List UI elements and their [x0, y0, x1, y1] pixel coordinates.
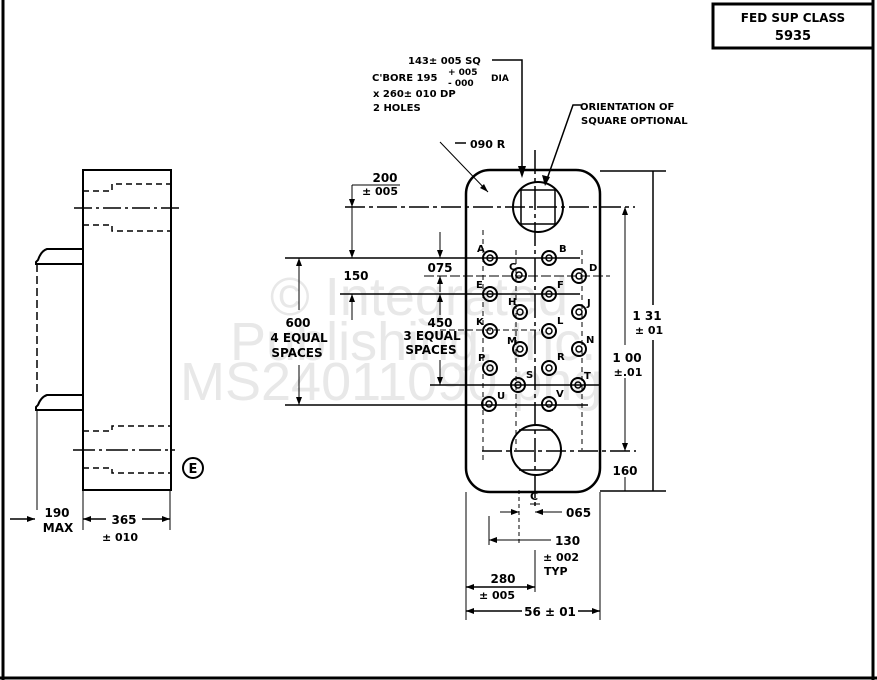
svg-text:A: A	[477, 244, 485, 255]
cbore-depth: x 260± 010 DP	[373, 89, 456, 100]
title-block-class-label: FED SUP CLASS	[741, 11, 845, 25]
contact-u: U	[481, 391, 505, 412]
contact-j: J	[571, 298, 591, 320]
dim-365-value: 365	[111, 513, 136, 527]
cbore-tol-plus: + 005	[448, 68, 477, 78]
svg-text:K: K	[476, 317, 485, 328]
svg-text:V: V	[556, 389, 564, 400]
svg-text:S: S	[526, 370, 533, 381]
orientation-line2: SQUARE OPTIONAL	[581, 116, 688, 127]
contact-t: T	[570, 371, 591, 393]
contact-r: R	[541, 352, 565, 376]
dim-150-value: 150	[343, 269, 368, 283]
svg-text:B: B	[559, 244, 567, 255]
title-block-class-number: 5935	[775, 29, 811, 44]
watermark-line1: © Integrated	[270, 267, 568, 327]
cbore-tol-minus: - 000	[448, 79, 474, 89]
radius-callout: 090 R	[439, 138, 506, 193]
contact-c: C	[509, 262, 527, 283]
cbore-hole-count: 2 HOLES	[373, 103, 421, 114]
cbore-dia-label: DIA	[491, 74, 509, 84]
dim-600-spaces-label: SPACES	[271, 346, 322, 360]
dim-450-value: 450	[427, 316, 452, 330]
dim-200-tolerance: ± 005	[362, 185, 398, 198]
watermark: © Integrated Publishing, Inc. MS24011090…	[180, 267, 602, 412]
contact-pins: A B C D E F H J K L M N P R S T U V	[476, 244, 597, 412]
dim-130-tolerance: ± 002	[543, 551, 579, 564]
svg-text:F: F	[557, 280, 564, 291]
svg-text:N: N	[586, 335, 594, 346]
dim-450-spaces: 3 EQUAL	[403, 329, 461, 343]
dim-130-value: 130	[555, 534, 580, 548]
svg-text:P: P	[478, 353, 485, 364]
counterbore-callout: 143± 005 SQ C'BORE 195 + 005 - 000 DIA x…	[372, 56, 526, 178]
dim-600-spaces: 4 EQUAL	[270, 331, 328, 345]
dim-075-value: 075	[427, 261, 452, 275]
side-view: 190 MAX 365 ± 010 E	[10, 169, 204, 544]
dimension-160: 160	[612, 464, 638, 491]
svg-text:C: C	[509, 262, 516, 273]
dimension-075: 075	[427, 232, 453, 292]
centerline-symbol: C	[530, 490, 538, 503]
contact-k: K	[476, 317, 498, 339]
title-block: FED SUP CLASS 5935	[711, 2, 875, 50]
dimension-200: 200 ± 005	[349, 171, 400, 258]
svg-text:L: L	[557, 316, 564, 327]
contact-e: E	[476, 280, 498, 302]
svg-text:R: R	[557, 352, 565, 363]
dimension-56: 56 ± 01	[466, 492, 601, 620]
dim-130-note: TYP	[544, 565, 568, 578]
watermark-line3: MS24011090.png	[180, 352, 602, 412]
dim-280-tolerance: ± 005	[479, 589, 515, 602]
dim-200-value: 200	[372, 171, 397, 185]
contact-f: F	[541, 280, 564, 302]
contact-m: M	[507, 336, 528, 357]
dimension-600: 600 4 EQUAL SPACES	[270, 258, 328, 405]
dim-100-tolerance: ±.01	[614, 366, 643, 379]
orientation-line1: ORIENTATION OF	[580, 102, 674, 113]
dim-160-value: 160	[612, 464, 637, 478]
dim-131-tolerance: ± 01	[635, 324, 663, 337]
dim-450-spaces-label: SPACES	[405, 343, 456, 357]
contact-l: L	[541, 316, 564, 339]
cbore-diameter: C'BORE 195	[372, 73, 437, 84]
contact-p: P	[478, 353, 498, 376]
svg-text:T: T	[584, 371, 591, 382]
view-marker: E	[189, 462, 198, 477]
dim-131-value: 1 31	[632, 309, 661, 323]
dimension-065: C 065	[500, 490, 591, 520]
dimension-131: 1 31 ± 01	[600, 170, 666, 492]
svg-text:H: H	[508, 297, 516, 308]
contact-a: A	[477, 244, 498, 266]
svg-text:E: E	[476, 280, 483, 291]
dimension-130: 130 ± 002 TYP	[488, 490, 580, 578]
svg-text:J: J	[586, 298, 591, 309]
contact-n: N	[571, 335, 594, 357]
dimension-280: 280 ± 005	[465, 492, 536, 620]
dim-065-value: 065	[566, 506, 591, 520]
dim-600-value: 600	[285, 316, 310, 330]
contact-d: D	[571, 263, 597, 284]
svg-text:D: D	[589, 263, 597, 274]
contact-b: B	[541, 244, 567, 266]
radius-label: 090 R	[470, 138, 506, 151]
dim-365-tolerance: ± 010	[102, 531, 138, 544]
contact-h: H	[508, 297, 528, 320]
dim-190-value: 190	[44, 506, 69, 520]
orientation-note: ORIENTATION OF SQUARE OPTIONAL	[542, 102, 688, 186]
dim-190-note: MAX	[43, 521, 74, 535]
contact-s: S	[510, 370, 533, 393]
cbore-square-size: 143± 005 SQ	[408, 56, 481, 67]
dim-280-value: 280	[490, 572, 515, 586]
dim-100-value: 1 00	[612, 351, 641, 365]
svg-text:M: M	[507, 336, 517, 347]
contact-v: V	[541, 389, 564, 412]
svg-text:U: U	[497, 391, 505, 402]
dimension-150: 150	[343, 269, 369, 320]
dimension-450: 450 3 EQUAL SPACES	[403, 294, 461, 385]
dim-56-value: 56 ± 01	[524, 605, 576, 619]
dimension-100: 1 00 ±.01	[612, 207, 642, 451]
